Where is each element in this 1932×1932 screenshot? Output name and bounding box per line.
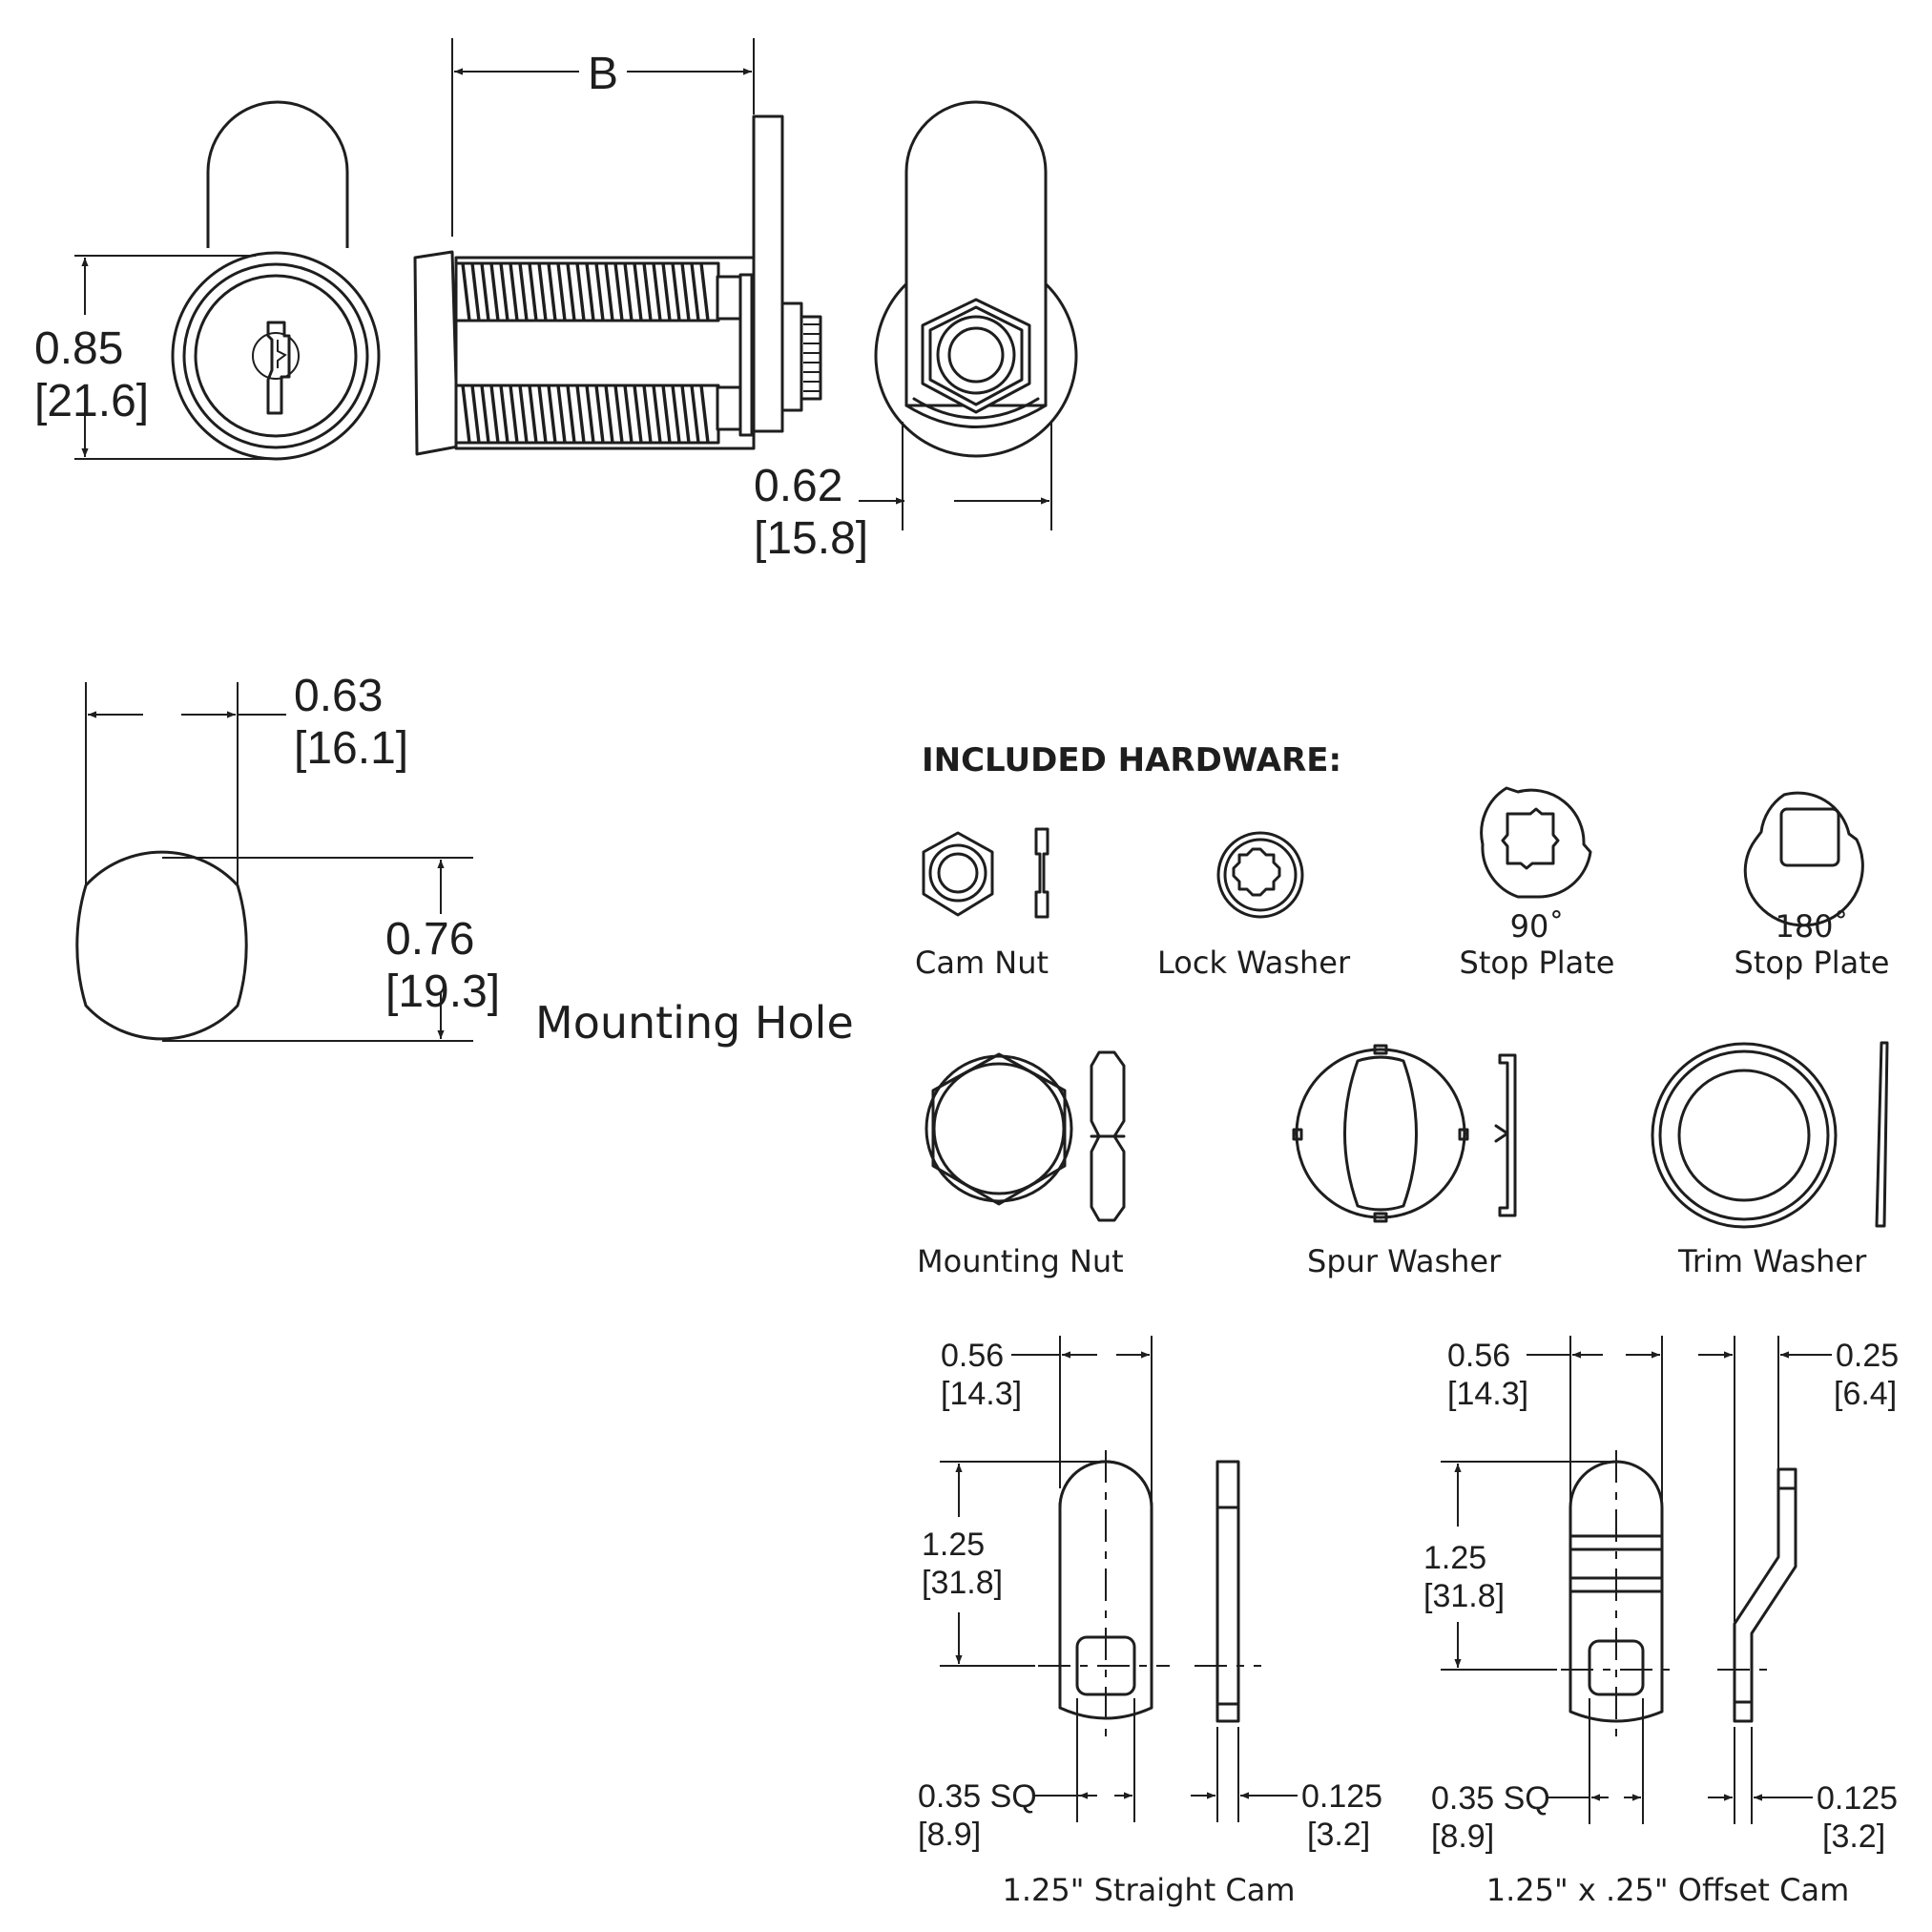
stop-plate-180-angle: 180˚	[1775, 908, 1848, 945]
stop-plate-90-icon	[1480, 786, 1592, 899]
offset-square-mm: [8.9]	[1431, 1818, 1494, 1855]
offset-cam-title: 1.25" x .25" Offset Cam	[1486, 1872, 1849, 1908]
thread-top	[461, 262, 710, 322]
dim-offset-width: 0.56 [14.3]	[1447, 1336, 1663, 1507]
dim-hole-width-mm: [16.1]	[294, 723, 408, 774]
offset-length-mm: [31.8]	[1423, 1578, 1505, 1614]
hex-nut-icon	[921, 298, 1031, 414]
dim-hole-width: 0.63 [16.1]	[85, 671, 408, 885]
keyway-icon	[252, 321, 300, 415]
dim-straight-length: 1.25 [31.8]	[922, 1461, 1106, 1667]
stop-plate-180-label: Stop Plate	[1735, 945, 1890, 981]
lock-side-view	[413, 114, 822, 456]
dim-offset-length: 1.25 [31.8]	[1423, 1461, 1616, 1671]
mounting-nut-label: Mounting Nut	[917, 1243, 1124, 1279]
mounting-hole-label: Mounting Hole	[535, 997, 854, 1049]
hardware-heading: INCLUDED HARDWARE:	[922, 741, 1341, 779]
dim-offset-offset: 0.25 [6.4]	[1698, 1336, 1899, 1622]
mounting-hole-shape	[75, 850, 248, 1041]
dim-hole-height: 0.76 [19.3]	[162, 857, 500, 1042]
lock-front-view	[171, 100, 381, 461]
dim-body-width-in: 0.62	[754, 461, 842, 511]
spur-washer-label: Spur Washer	[1307, 1243, 1502, 1279]
dim-face-height-mm: [21.6]	[34, 376, 149, 426]
straight-width-in: 0.56	[941, 1338, 1004, 1374]
lock-washer-icon	[1216, 831, 1304, 919]
thread-bottom	[461, 384, 710, 444]
dim-body-width: 0.62 [15.8]	[754, 422, 1052, 564]
offset-thickness-in: 0.125	[1817, 1780, 1898, 1817]
straight-width-mm: [14.3]	[941, 1376, 1022, 1412]
stop-plate-90-angle: 90˚	[1510, 908, 1565, 945]
dim-face-height: 0.85 [21.6]	[34, 255, 276, 460]
offset-square-in: 0.35 SQ	[1431, 1780, 1550, 1817]
lock-washer-label: Lock Washer	[1157, 945, 1351, 981]
dim-hole-height-in: 0.76	[385, 914, 474, 965]
straight-cam-title: 1.25" Straight Cam	[1002, 1872, 1295, 1908]
offset-cam-drawing	[1561, 1450, 1797, 1746]
cam-nut-icon	[922, 827, 1049, 919]
dim-offset-square: 0.35 SQ [8.9]	[1431, 1698, 1644, 1855]
dim-body-width-mm: [15.8]	[754, 513, 868, 564]
dim-face-height-in: 0.85	[34, 323, 123, 374]
dim-b-label: B	[588, 49, 618, 99]
dim-b: B	[451, 38, 755, 237]
dim-offset-thickness: 0.125 [3.2]	[1708, 1727, 1898, 1855]
straight-thickness-in: 0.125	[1301, 1778, 1382, 1815]
dim-hole-width-in: 0.63	[294, 671, 383, 721]
stop-plate-180-icon	[1743, 791, 1864, 927]
straight-thickness-mm: [3.2]	[1307, 1817, 1370, 1853]
straight-cam-drawing	[1038, 1450, 1261, 1736]
trim-washer-label: Trim Washer	[1677, 1243, 1867, 1279]
offset-offset-mm: [6.4]	[1834, 1376, 1897, 1412]
dim-hole-height-mm: [19.3]	[385, 966, 500, 1017]
spur-washer-icon	[1292, 1044, 1517, 1223]
offset-thickness-mm: [3.2]	[1822, 1818, 1885, 1855]
trim-washer-icon	[1651, 1041, 1889, 1229]
dim-straight-width: 0.56 [14.3]	[941, 1336, 1153, 1507]
stop-plate-90-label: Stop Plate	[1460, 945, 1615, 981]
dim-straight-square: 0.35 SQ [8.9]	[918, 1698, 1135, 1853]
offset-width-in: 0.56	[1447, 1338, 1510, 1374]
mounting-nut-icon	[924, 1050, 1126, 1222]
lock-rear-view	[874, 100, 1078, 458]
offset-offset-in: 0.25	[1836, 1338, 1899, 1374]
dim-straight-thickness: 0.125 [3.2]	[1191, 1727, 1382, 1853]
straight-length-mm: [31.8]	[922, 1565, 1003, 1601]
offset-length-in: 1.25	[1423, 1540, 1486, 1576]
cam-nut-label: Cam Nut	[915, 945, 1049, 981]
straight-length-in: 1.25	[922, 1527, 985, 1563]
straight-square-mm: [8.9]	[918, 1817, 981, 1853]
offset-width-mm: [14.3]	[1447, 1376, 1528, 1412]
straight-square-in: 0.35 SQ	[918, 1778, 1037, 1815]
